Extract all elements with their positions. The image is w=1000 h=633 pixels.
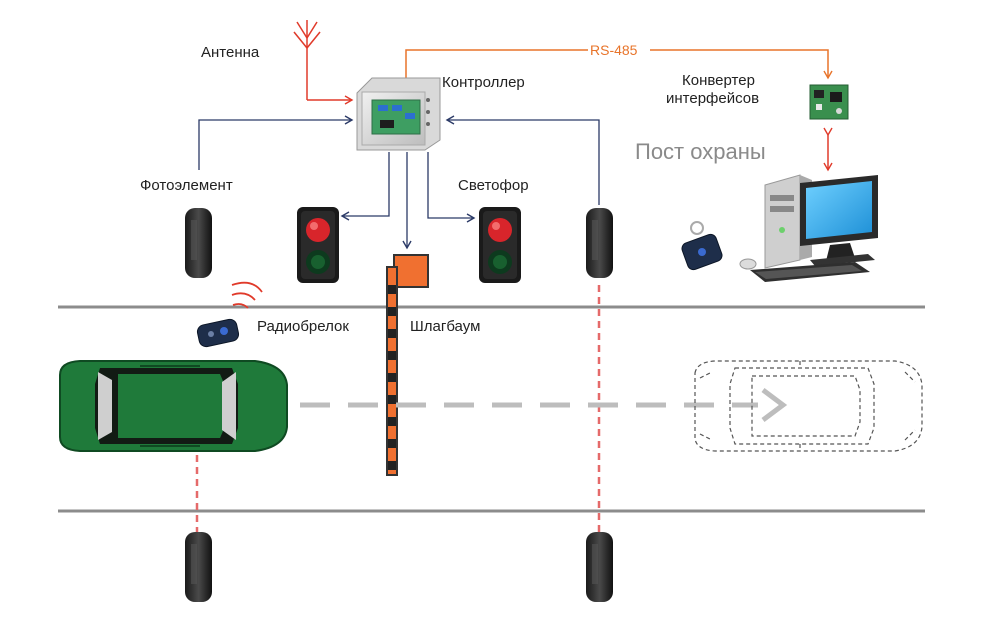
barrier-stripe [388,417,396,426]
traffic-light-label: Светофор [458,177,529,194]
car-ghost-outline [694,360,923,452]
converter-label-line2: интерфейсов [666,90,760,107]
guard-post-label: Пост охраны [635,139,766,164]
controller-label: Контроллер [442,74,525,91]
barrier-stripe [388,439,396,448]
antenna-icon [293,20,321,100]
antenna-label: Антенна [201,44,260,61]
car-green-icon [59,360,288,452]
controller-icon [356,77,441,151]
barrier-stripe [388,373,396,382]
link-from-photocell-right [445,115,600,205]
barrier-stripe [388,329,396,338]
barrier-stripe [388,307,396,316]
photocell-top-right-icon [586,208,613,278]
rs485-label: RS-485 [590,42,638,58]
keyfob-icon [681,221,723,271]
photocell-label: Фотоэлемент [140,177,233,194]
barrier-stripe [388,285,396,294]
traffic-light-right-icon [479,207,521,283]
radio-waves-icon [231,281,263,309]
movement-arrowhead [761,388,788,422]
photocell-bottom-right-icon [586,532,613,602]
radio-keyfob-label: Радиобрелок [257,318,349,335]
converter-label-line1: Конвертер [682,72,755,89]
computer-icon [739,174,878,282]
barrier-stripe [388,461,396,470]
barrier-stripe [388,351,396,360]
traffic-light-left-icon [297,207,339,283]
photocell-bottom-left-icon [185,532,212,602]
barrier-label: Шлагбаум [410,318,481,335]
link-from-photocell-left [198,115,354,170]
link-to-traffic-light-left [340,152,390,221]
barrier-stripe [388,395,396,404]
photocell-top-left-icon [185,208,212,278]
radio-keyfob-icon [196,318,240,348]
link-to-traffic-light-right [427,152,476,223]
interface-converter-icon [809,84,849,120]
barrier-icon [386,254,429,476]
